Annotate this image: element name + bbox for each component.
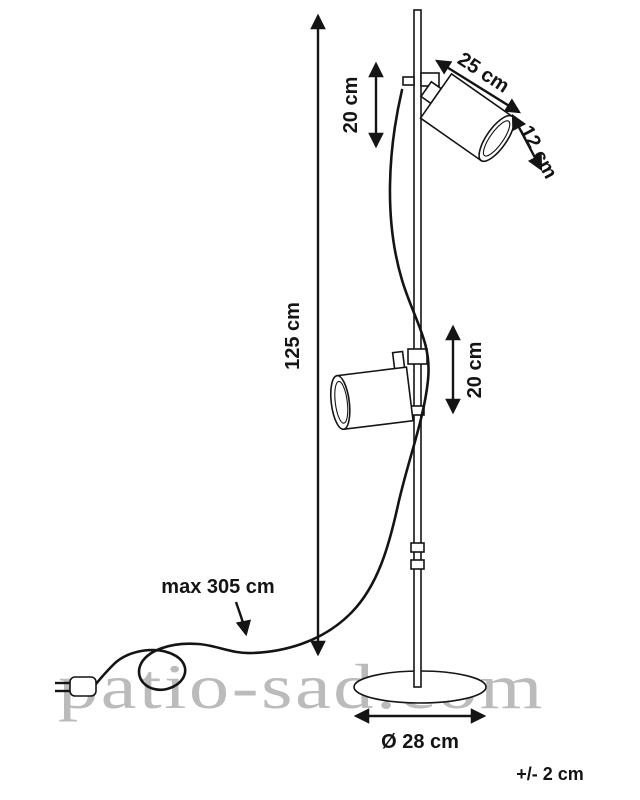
- dimension-arrows: [234, 13, 543, 724]
- cord-pointer-arrow: [234, 601, 252, 637]
- head-length-dimension-arrow: [435, 59, 521, 114]
- top-offset-label: 20 cm: [340, 77, 362, 134]
- top-arm-knob: [402, 76, 415, 86]
- cord-length-label: max 305 cm: [161, 576, 274, 598]
- base-diameter-label: Ø 28 cm: [381, 731, 459, 753]
- head-diameter-dimension-arrow: [511, 113, 543, 172]
- power-plug: [55, 676, 97, 697]
- tolerance-label: +/- 2 cm: [516, 764, 584, 784]
- pole-joint: [410, 559, 425, 570]
- bottom-spotlight: [329, 350, 414, 431]
- pole-joint: [410, 542, 425, 553]
- head-diameter-label: 12 cm: [515, 122, 561, 182]
- power-cord: [94, 88, 430, 692]
- bottom-spotlight-collar: [407, 348, 428, 365]
- height-label: 125 cm: [282, 302, 304, 370]
- bottom-offset-label: 20 cm: [464, 342, 486, 399]
